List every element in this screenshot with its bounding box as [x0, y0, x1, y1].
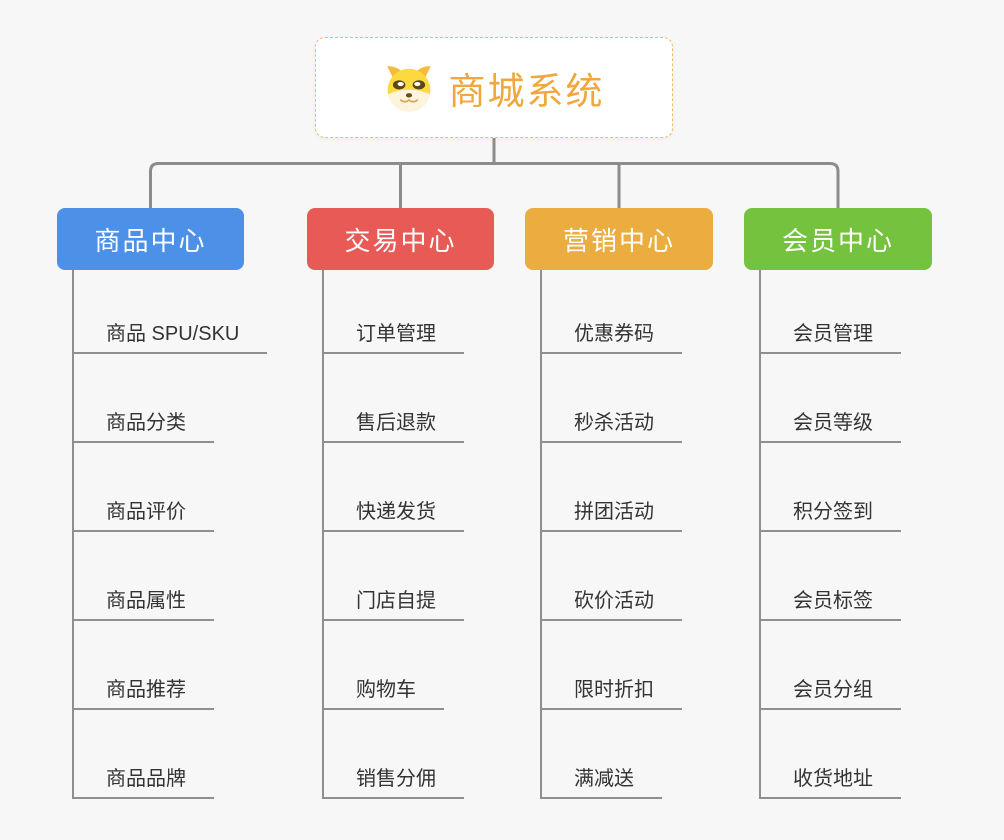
child-item[interactable]: 会员管理: [761, 270, 901, 354]
child-label: 积分签到: [793, 501, 873, 523]
child-label: 会员标签: [793, 590, 873, 612]
child-item[interactable]: 商品推荐: [74, 621, 214, 710]
child-item[interactable]: 快递发货: [324, 443, 464, 532]
child-item[interactable]: 销售分佣: [324, 710, 464, 799]
child-item[interactable]: 收货地址: [761, 710, 901, 799]
child-label: 优惠券码: [574, 323, 654, 345]
child-label: 售后退款: [356, 412, 436, 434]
child-label: 拼团活动: [574, 501, 654, 523]
child-label: 销售分佣: [356, 768, 436, 790]
branch-label: 会员中心: [781, 225, 894, 256]
child-label: 满减送: [574, 768, 634, 790]
child-label: 快递发货: [356, 501, 436, 523]
child-label: 会员等级: [793, 412, 873, 434]
dog-face-icon: [386, 65, 431, 112]
branch-children-product-center: 商品 SPU/SKU 商品分类 商品评价 商品属性 商品推荐 商品品牌: [72, 270, 268, 799]
child-label: 购物车: [356, 679, 416, 701]
child-label: 商品品牌: [106, 768, 186, 790]
branch-label: 商品中心: [94, 225, 207, 256]
child-item[interactable]: 优惠券码: [542, 270, 682, 354]
branch-node-marketing-center[interactable]: 营销中心: [525, 208, 713, 270]
child-item[interactable]: 砍价活动: [542, 532, 682, 621]
child-item[interactable]: 秒杀活动: [542, 354, 682, 443]
child-item[interactable]: 商品 SPU/SKU: [74, 270, 268, 354]
child-label: 商品推荐: [106, 679, 186, 701]
child-item[interactable]: 积分签到: [761, 443, 901, 532]
child-label: 商品评价: [106, 501, 186, 523]
child-label: 限时折扣: [574, 679, 654, 701]
child-label: 会员管理: [793, 323, 873, 345]
child-item[interactable]: 售后退款: [324, 354, 464, 443]
child-item[interactable]: 商品属性: [74, 532, 214, 621]
child-label: 秒杀活动: [574, 412, 654, 434]
branch-node-product-center[interactable]: 商品中心: [57, 208, 244, 270]
child-label: 门店自提: [356, 590, 436, 612]
branch-children-marketing-center: 优惠券码 秒杀活动 拼团活动 砍价活动 限时折扣 满减送: [540, 270, 682, 799]
child-item[interactable]: 订单管理: [324, 270, 464, 354]
child-item[interactable]: 购物车: [324, 621, 444, 710]
child-item[interactable]: 门店自提: [324, 532, 464, 621]
branch-node-trade-center[interactable]: 交易中心: [307, 208, 494, 270]
child-item[interactable]: 满减送: [542, 710, 662, 799]
child-item[interactable]: 商品品牌: [74, 710, 214, 799]
child-label: 砍价活动: [574, 590, 654, 612]
branch-children-trade-center: 订单管理 售后退款 快递发货 门店自提 购物车 销售分佣: [322, 270, 464, 799]
child-item[interactable]: 拼团活动: [542, 443, 682, 532]
child-label: 订单管理: [356, 323, 436, 345]
branch-label: 交易中心: [344, 225, 457, 256]
child-label: 会员分组: [793, 679, 873, 701]
root-node[interactable]: 商城系统: [315, 37, 673, 138]
child-item[interactable]: 会员分组: [761, 621, 901, 710]
child-item[interactable]: 商品分类: [74, 354, 214, 443]
child-label: 商品 SPU/SKU: [106, 323, 240, 345]
connector-group: [149, 138, 840, 208]
branch-children-member-center: 会员管理 会员等级 积分签到 会员标签 会员分组 收货地址: [759, 270, 901, 799]
child-label: 商品分类: [106, 412, 186, 434]
root-title: 商城系统: [448, 70, 605, 112]
child-label: 商品属性: [106, 590, 186, 612]
child-item[interactable]: 商品评价: [74, 443, 214, 532]
child-item[interactable]: 限时折扣: [542, 621, 682, 710]
child-item[interactable]: 会员等级: [761, 354, 901, 443]
branch-label: 营销中心: [562, 225, 675, 256]
child-item[interactable]: 会员标签: [761, 532, 901, 621]
branch-node-member-center[interactable]: 会员中心: [744, 208, 932, 270]
child-label: 收货地址: [793, 768, 873, 790]
